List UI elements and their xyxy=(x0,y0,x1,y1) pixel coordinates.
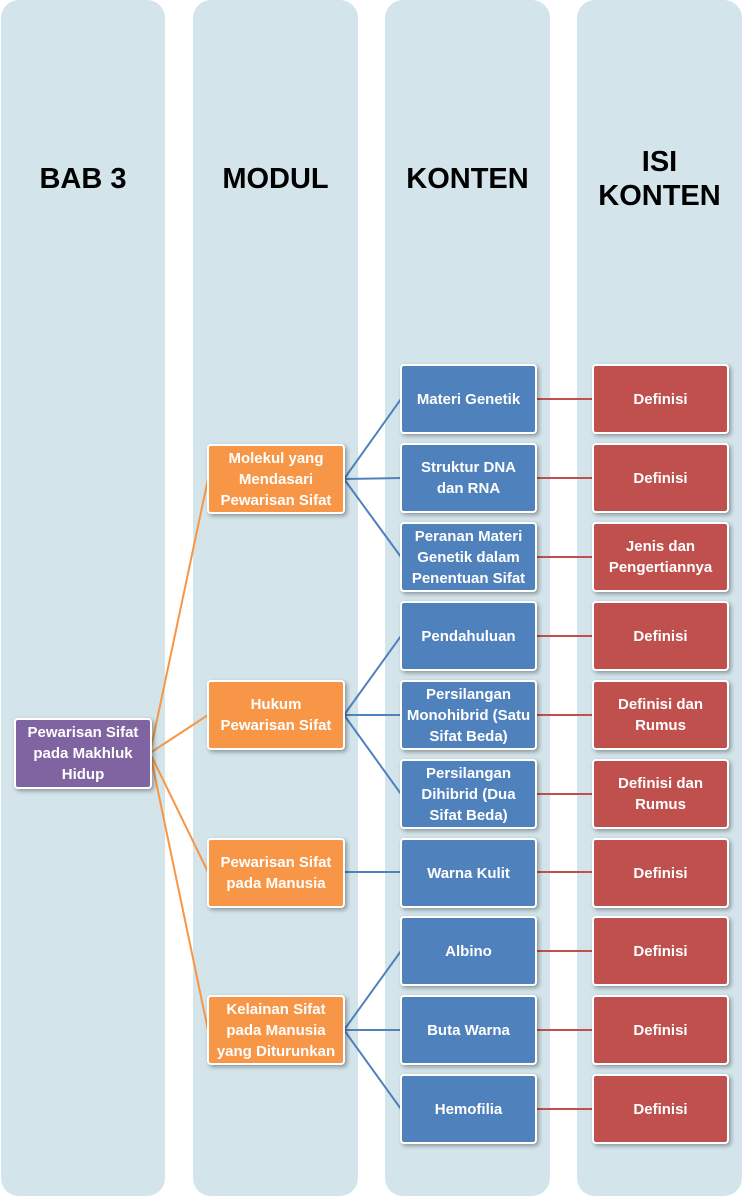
konten-node-10: Hemofilia xyxy=(400,1074,537,1144)
isi-node-label: Definisi xyxy=(633,1100,688,1118)
konten-node-7: Warna Kulit xyxy=(400,838,537,908)
isi-node-4: Definisi xyxy=(592,601,729,671)
isi-node-label: Definisi dan Rumus xyxy=(617,696,703,734)
link-modul4-konten10 xyxy=(343,1029,402,1110)
link-root-modul-3 xyxy=(149,752,209,873)
link-modul2-konten6 xyxy=(343,714,402,795)
header-modul: MODUL xyxy=(222,163,329,195)
modul-node-4: Kelainan Sifat pada Manusia yang Diturun… xyxy=(207,995,345,1065)
konten-node-label: Materi Genetik xyxy=(416,390,521,408)
isi-node-9: Definisi xyxy=(592,995,729,1065)
link-root-modul-2 xyxy=(149,714,209,754)
link-modul1-konten1 xyxy=(343,398,402,480)
link-root-modul-1 xyxy=(149,478,209,754)
isi-node-label: Definisi xyxy=(633,1021,688,1039)
link-modul4-konten8 xyxy=(343,950,402,1031)
modul-node-label: Molekul yang Mendasari Pewarisan Sifat xyxy=(220,449,332,509)
isi-node-6: Definisi dan Rumus xyxy=(592,759,729,829)
isi-node-8: Definisi xyxy=(592,916,729,986)
modul-node-1: Molekul yang Mendasari Pewarisan Sifat xyxy=(207,444,345,514)
konten-node-label: Struktur DNA dan RNA xyxy=(420,459,516,497)
isi-node-label: Definisi dan Rumus xyxy=(617,775,703,813)
konten-node-label: Persilangan Monohibrid (Satu Sifat Beda) xyxy=(406,685,531,745)
header-isi-konten: ISI KONTEN xyxy=(577,145,742,213)
isi-node-2: Definisi xyxy=(592,443,729,513)
konten-node-label: Hemofilia xyxy=(434,1100,503,1118)
modul-node-label: Pewarisan Sifat pada Manusia xyxy=(220,854,332,892)
konten-node-label: Pendahuluan xyxy=(421,627,516,645)
konten-node-label: Albino xyxy=(445,942,492,960)
link-modul1-konten3 xyxy=(343,478,402,558)
modul-node-2: Hukum Pewarisan Sifat xyxy=(207,680,345,750)
konten-node-1: Materi Genetik xyxy=(400,364,537,434)
konten-node-label: Peranan Materi Genetik dalam Penentuan S… xyxy=(411,527,526,587)
isi-node-1: Definisi xyxy=(592,364,729,434)
konten-node-6: Persilangan Dihibrid (Dua Sifat Beda) xyxy=(400,759,537,829)
modul-node-label: Hukum Pewarisan Sifat xyxy=(220,696,332,734)
isi-node-7: Definisi xyxy=(592,838,729,908)
header-isi-line1: ISI xyxy=(641,146,678,178)
isi-node-label: Definisi xyxy=(633,864,688,882)
isi-node-label: Definisi xyxy=(633,390,688,408)
isi-node-3: Jenis dan Pengertiannya xyxy=(592,522,729,592)
isi-node-label: Definisi xyxy=(633,942,688,960)
isi-node-5: Definisi dan Rumus xyxy=(592,680,729,750)
isi-node-label: Jenis dan Pengertiannya xyxy=(608,538,713,576)
link-root-modul-4 xyxy=(149,752,209,1031)
konten-node-3: Peranan Materi Genetik dalam Penentuan S… xyxy=(400,522,537,592)
header-bab: BAB 3 xyxy=(39,163,127,195)
konten-node-5: Persilangan Monohibrid (Satu Sifat Beda) xyxy=(400,680,537,750)
konten-node-8: Albino xyxy=(400,916,537,986)
column-bab: BAB 3 xyxy=(1,0,165,1196)
konten-node-label: Warna Kulit xyxy=(427,864,510,882)
konten-node-4: Pendahuluan xyxy=(400,601,537,671)
konten-node-9: Buta Warna xyxy=(400,995,537,1065)
modul-node-label: Kelainan Sifat pada Manusia yang Diturun… xyxy=(216,1000,336,1060)
root-node-label: Pewarisan Sifat pada Makhluk Hidup xyxy=(27,724,139,783)
isi-node-label: Definisi xyxy=(633,469,688,487)
konten-node-2: Struktur DNA dan RNA xyxy=(400,443,537,513)
isi-node-10: Definisi xyxy=(592,1074,729,1144)
modul-node-3: Pewarisan Sifat pada Manusia xyxy=(207,838,345,908)
konten-node-label: Persilangan Dihibrid (Dua Sifat Beda) xyxy=(421,764,516,824)
isi-node-label: Definisi xyxy=(633,627,688,645)
link-modul1-konten2 xyxy=(343,477,402,480)
header-konten: KONTEN xyxy=(406,163,529,195)
link-modul2-konten4 xyxy=(343,635,402,716)
root-node: Pewarisan Sifat pada Makhluk Hidup xyxy=(14,718,152,789)
konten-node-label: Buta Warna xyxy=(427,1021,510,1039)
header-isi-line2: KONTEN xyxy=(598,180,721,212)
